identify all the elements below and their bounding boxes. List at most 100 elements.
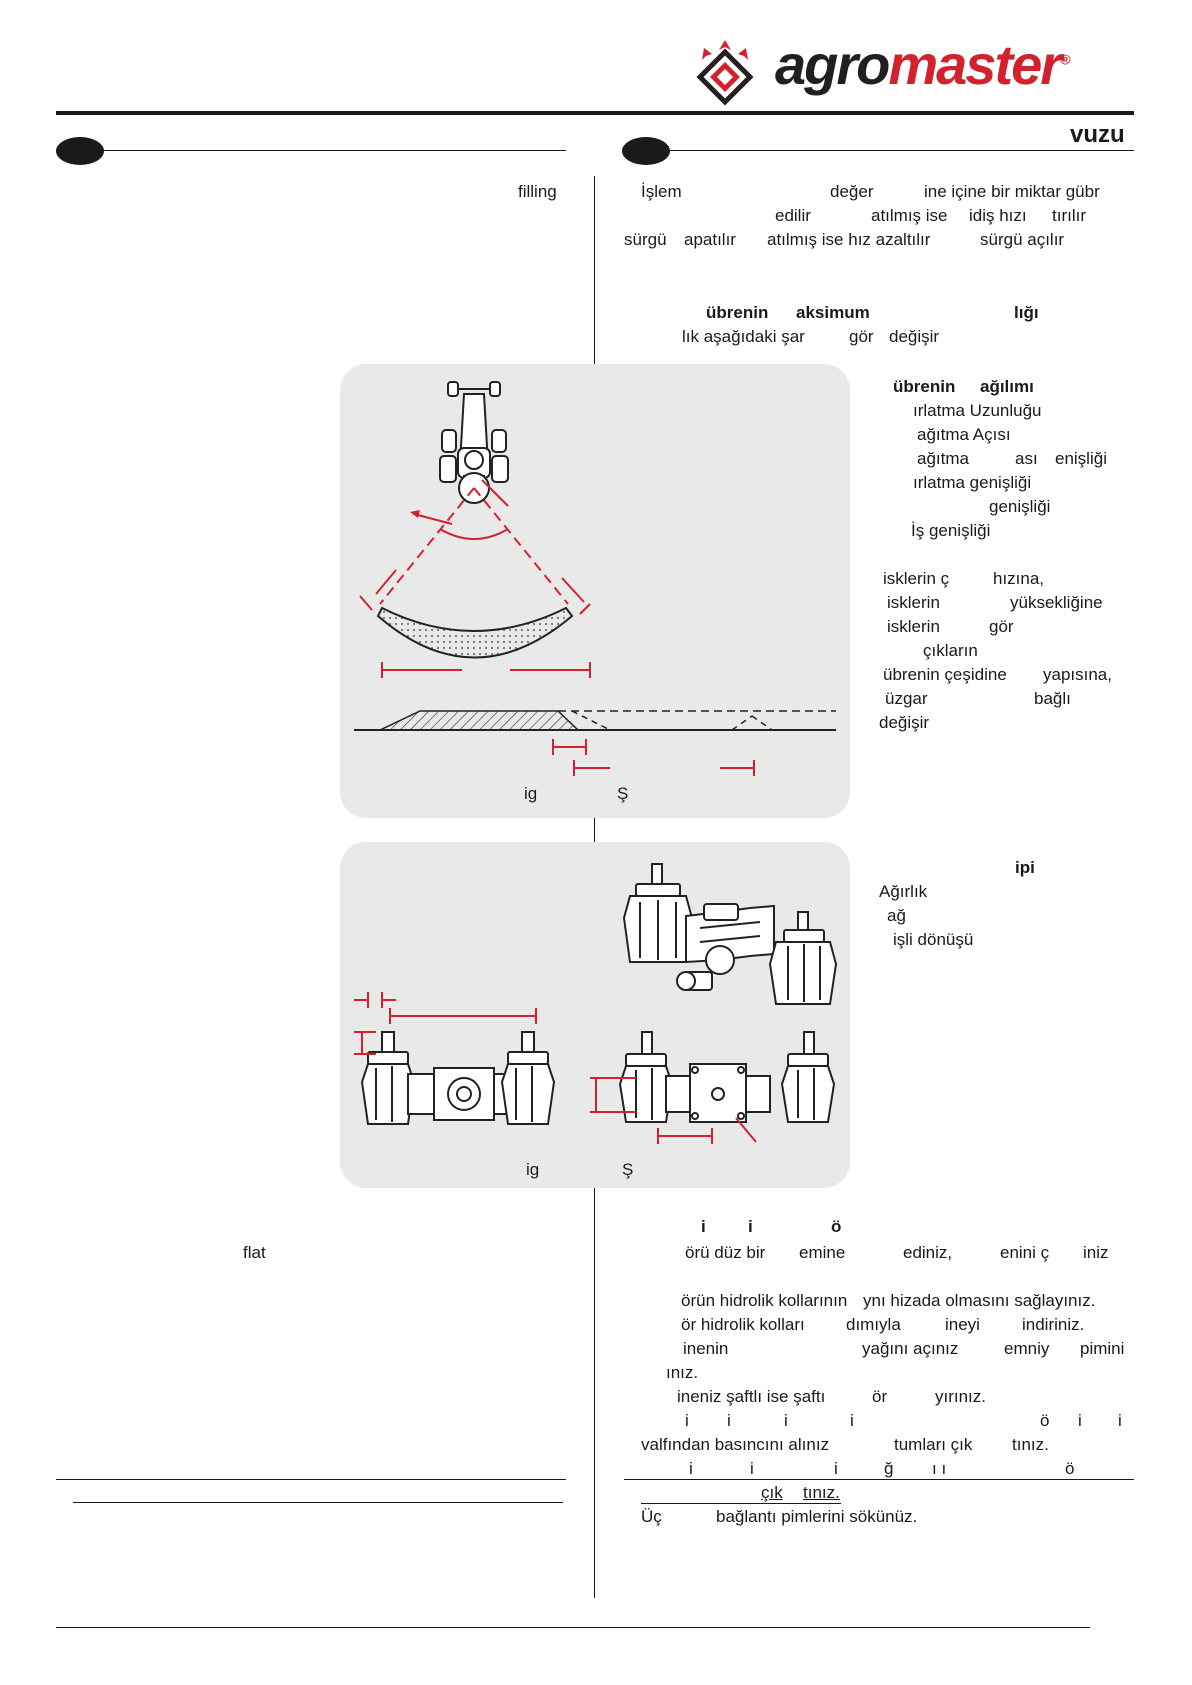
spread-item-3a: ağıtma <box>917 449 969 468</box>
install-heading-c: ö <box>831 1217 842 1236</box>
factor-4: çıkların <box>923 641 978 660</box>
spread-item-3c: enişliği <box>1055 449 1107 468</box>
install-1-c: ediniz, <box>903 1243 953 1262</box>
install-11-b: bağlantı pimlerini sökünüz. <box>716 1507 918 1526</box>
factor-5a: übrenin çeşidine <box>883 665 1007 684</box>
install-1-a: örü düz bir <box>685 1243 766 1262</box>
column-divider-top <box>594 176 595 366</box>
section-sub-c: değişir <box>889 327 940 346</box>
install-10-b: tınız. <box>803 1483 840 1502</box>
intro-3-a: sürgü <box>624 230 667 249</box>
section-heading-c: lığı <box>1014 303 1039 322</box>
gearbox-item-3: işli dönüşü <box>893 930 974 949</box>
intro-3-b: apatılır <box>684 230 736 249</box>
brand-registered-mark: ® <box>1060 51 1070 68</box>
spread-item-3b: ası <box>1015 449 1038 468</box>
section-sub-a: lık aşağıdaki şar <box>682 327 805 346</box>
gearbox-item-2: ağ <box>887 906 906 925</box>
footer-rule <box>56 1627 1090 1628</box>
install-heading-a: i <box>701 1217 706 1236</box>
gearbox-front-view-icon <box>360 1031 556 1125</box>
gearbox-diagram <box>354 863 838 1144</box>
spread-heading-a: übrenin <box>893 377 956 396</box>
intro-3-d: sürgü açılır <box>980 230 1065 249</box>
install-2-a: örün hidrolik kollarının <box>681 1291 848 1310</box>
right-header-fragment: vuzu <box>1070 121 1125 148</box>
spread-item-6: İş genişliği <box>911 521 991 540</box>
section-heading-b: aksimum <box>796 303 870 322</box>
left-section-pill <box>56 137 104 165</box>
brand-wordmark: agromaster® <box>775 32 1070 97</box>
spread-figure-panel: ig Ş <box>340 364 850 818</box>
column-divider-mid <box>594 818 595 842</box>
fig2-caption-b: Ş <box>622 1160 634 1179</box>
install-9-f: ö <box>1065 1459 1075 1478</box>
factor-3b: gör <box>989 617 1014 636</box>
left-text-flat: flat <box>243 1243 266 1262</box>
factor-5b: yapısına, <box>1043 665 1112 684</box>
left-footnote-rule-1 <box>56 1479 566 1480</box>
section-sub-b: gör <box>849 327 874 346</box>
install-7-a: i <box>685 1411 689 1430</box>
install-10-a: çık <box>761 1483 783 1502</box>
install-11-a: Üç <box>641 1507 662 1526</box>
install-9-e: ı ı <box>932 1459 947 1478</box>
intro-2-b: atılmış ise <box>871 206 948 225</box>
install-7-d: i <box>850 1411 854 1430</box>
install-4-d: pimini <box>1080 1339 1125 1358</box>
install-8-c: tınız. <box>1012 1435 1049 1454</box>
gearbox-figure-panel: ig Ş <box>340 842 850 1188</box>
intro-1-c: ine içine bir miktar gübr <box>924 182 1100 201</box>
factor-1b: hızına, <box>993 569 1045 588</box>
install-9-a: i <box>689 1459 693 1478</box>
fig1-caption-b: Ş <box>617 784 629 803</box>
factor-6b: bağlı <box>1034 689 1071 708</box>
install-9-c: i <box>834 1459 838 1478</box>
install-9-d: ğ <box>884 1459 894 1478</box>
left-text-filling: filling <box>518 182 557 201</box>
tractor-icon <box>439 381 509 504</box>
left-footnote-rule-2 <box>73 1502 563 1503</box>
factor-3a: isklerin <box>887 617 940 636</box>
spread-item-2: ağıtma Açısı <box>917 425 1011 444</box>
install-4-a: inenin <box>683 1339 729 1358</box>
header-rule <box>56 111 1134 115</box>
install-6-c: yırınız. <box>935 1387 987 1406</box>
brand-logo-icon <box>690 38 760 108</box>
factor-7: değişir <box>879 713 930 732</box>
spread-item-5: genişliği <box>989 497 1051 516</box>
fig2-caption-a: ig <box>526 1160 540 1179</box>
left-section-rule <box>96 150 566 151</box>
install-7-c: i <box>784 1411 788 1430</box>
install-7-b: i <box>727 1411 731 1430</box>
install-10-underline <box>641 1503 841 1504</box>
install-8-a: valfından basıncını alınız <box>641 1435 830 1454</box>
install-heading-b: i <box>748 1217 753 1236</box>
factor-2a: isklerin <box>887 593 940 612</box>
install-6-b: ör <box>872 1387 888 1406</box>
install-2-b: ynı hizada olmasını sağlayınız. <box>863 1291 1096 1310</box>
spread-heading-b: ağılımı <box>980 377 1034 396</box>
install-6-a: ineniz şaftlı ise şaftı <box>677 1387 826 1406</box>
intro-1-b: değer <box>830 182 874 201</box>
install-4-c: emniy <box>1004 1339 1050 1358</box>
intro-3-c: atılmış ise hız azaltılır <box>767 230 931 249</box>
install-8-b: tumları çık <box>894 1435 973 1454</box>
factor-1a: isklerin ç <box>883 569 950 588</box>
install-1-d: enini ç <box>1000 1243 1050 1262</box>
right-section-pill <box>622 137 670 165</box>
intro-2-d: tırılır <box>1052 206 1086 225</box>
gearbox-side-view-icon <box>618 1031 836 1123</box>
intro-1-a: İşlem <box>641 182 682 201</box>
install-underline-rule <box>624 1479 1134 1480</box>
install-3-c: ineyi <box>945 1315 980 1334</box>
install-4-b: yağını açınız <box>862 1339 959 1358</box>
brand-word-agro: agro <box>775 33 890 96</box>
gearbox-item-1: Ağırlık <box>879 882 928 901</box>
install-3-a: ör hidrolik kolları <box>681 1315 805 1334</box>
gearbox-isometric-icon <box>622 863 838 1005</box>
install-7-e: ö <box>1040 1411 1050 1430</box>
install-3-d: indiriniz. <box>1022 1315 1085 1334</box>
factor-6a: üzgar <box>885 689 928 708</box>
install-3-b: dımıyla <box>846 1315 901 1334</box>
